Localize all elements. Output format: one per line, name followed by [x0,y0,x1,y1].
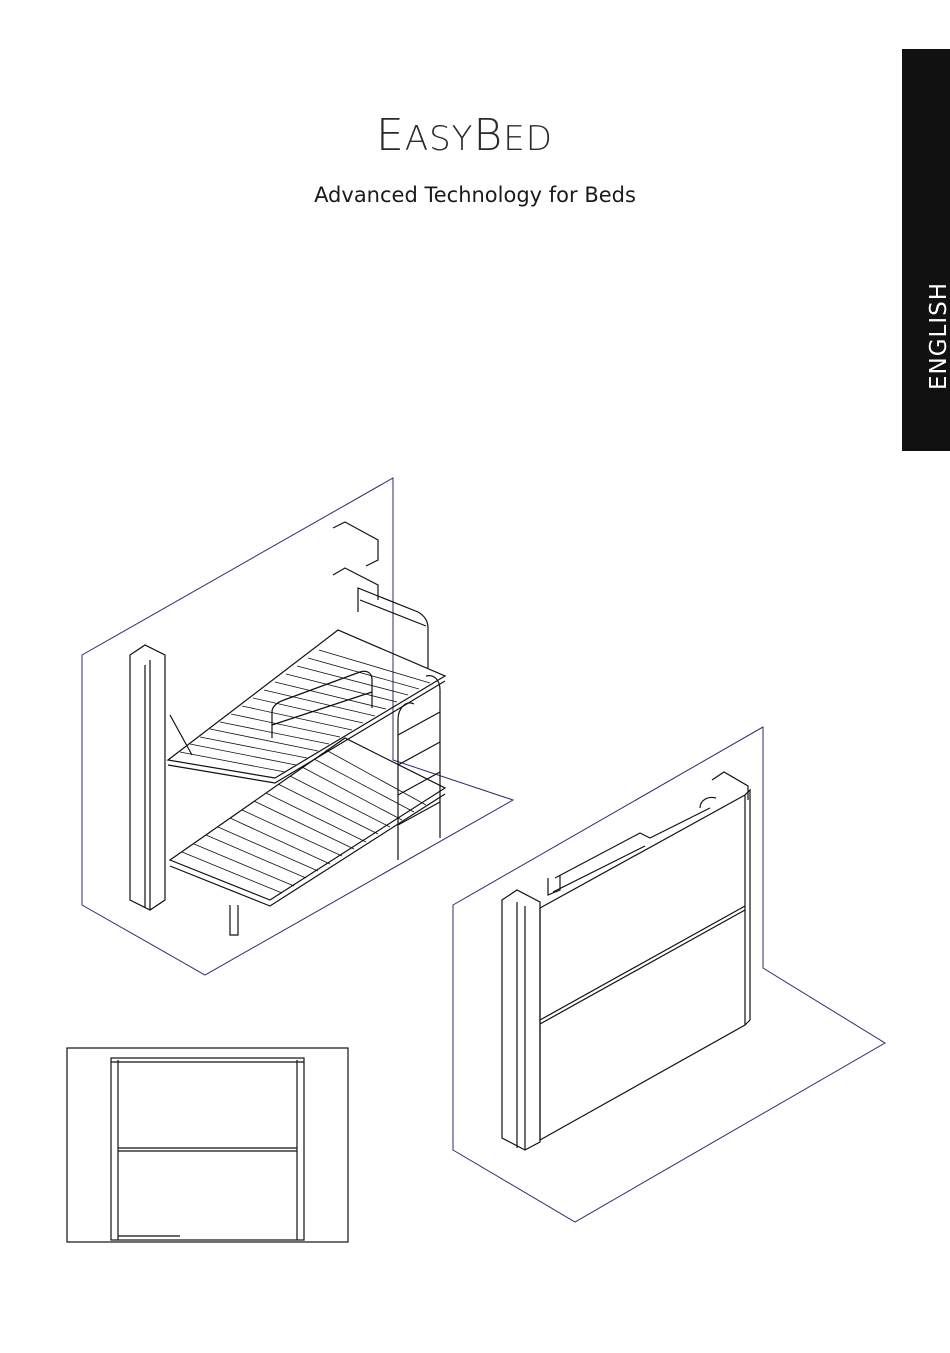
bunk-bed-front-view-illustration [0,0,950,1353]
